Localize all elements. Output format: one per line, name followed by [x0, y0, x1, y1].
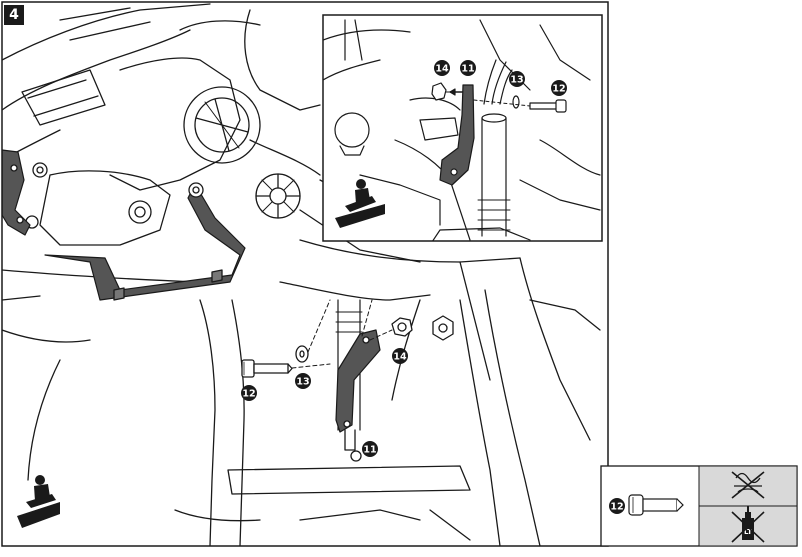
inset-callout-11: 11 [460, 60, 476, 76]
washer-13 [295, 345, 309, 363]
main-frame [1, 1, 609, 547]
bolt-12 [241, 359, 293, 378]
engine-guard-bracket [44, 183, 246, 301]
svg-text:11: 11 [363, 445, 376, 456]
svg-text:11: 11 [461, 64, 474, 75]
inset-callout-12: 12 [551, 80, 567, 96]
svg-text:12: 12 [242, 389, 255, 400]
detail-inset [323, 19, 601, 241]
svg-text:LT: LT [744, 528, 752, 536]
callout-11: 11 [362, 441, 378, 457]
callout-14: 14 [392, 348, 408, 364]
left-bracket [2, 149, 31, 236]
main-scene [2, 3, 601, 546]
inset-callout-13: 13 [509, 71, 525, 87]
legend-bolt-12 [628, 494, 684, 516]
legend-box: 12 LT [600, 465, 798, 547]
inset-callout-14: 14 [434, 60, 450, 76]
callout-12: 12 [241, 385, 257, 401]
nut-14 [391, 317, 413, 337]
inset-nut-14 [431, 82, 447, 101]
svg-text:14: 14 [435, 64, 449, 75]
svg-text:12: 12 [610, 502, 623, 513]
threadlocker-icon: LT [731, 506, 765, 543]
svg-text:13: 13 [510, 75, 523, 86]
svg-text:13: 13 [296, 377, 309, 388]
no-grease-icon [731, 471, 765, 499]
stand-bracket [335, 329, 381, 433]
svg-text:14: 14 [393, 352, 407, 363]
rider-on-bike-icon [17, 475, 60, 528]
svg-text:12: 12 [552, 84, 565, 95]
inset-bracket [439, 84, 475, 186]
rider-on-bike-icon [335, 179, 385, 228]
legend-callout-12: 12 [609, 498, 625, 514]
inset-washer-13 [512, 95, 520, 109]
callout-13: 13 [295, 373, 311, 389]
step-number-badge: 4 [4, 5, 24, 25]
